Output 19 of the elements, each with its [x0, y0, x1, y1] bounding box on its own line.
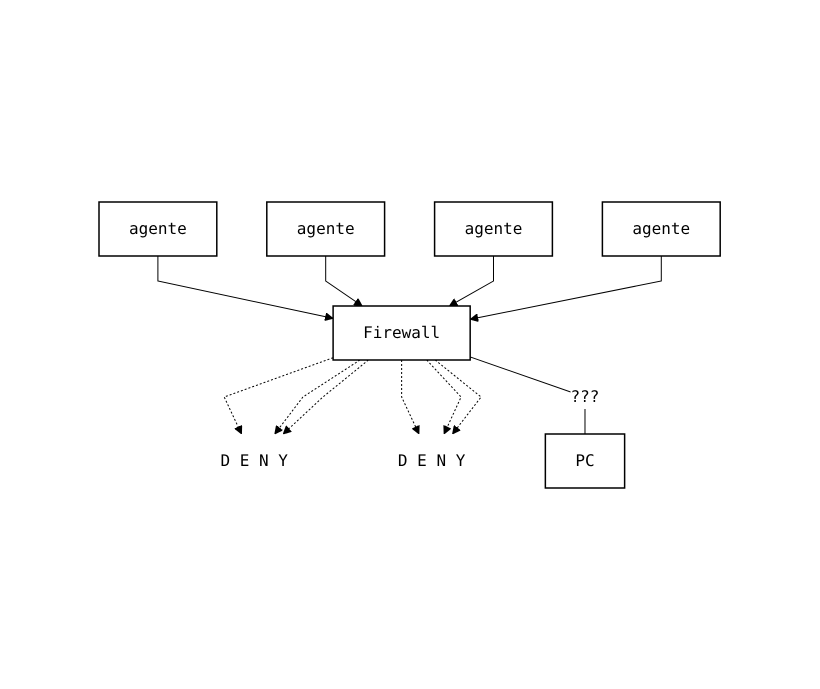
arrow	[426, 359, 462, 434]
arrow	[224, 356, 334, 434]
node-text: D E N Y	[398, 450, 466, 470]
arrow	[274, 359, 361, 434]
node-box: Firewall	[332, 304, 472, 360]
arrow	[283, 359, 370, 434]
arrow	[449, 255, 494, 306]
arrow	[402, 359, 420, 434]
node-box: PC	[545, 432, 626, 488]
edge-label: ???	[570, 386, 600, 406]
node-box: agente	[266, 200, 386, 256]
node-box: agente	[434, 200, 554, 256]
arrow	[470, 255, 662, 322]
arrow	[435, 359, 482, 434]
arrow	[158, 255, 334, 321]
arrow	[326, 255, 363, 306]
node-box: agente	[602, 200, 722, 256]
node-text: D E N Y	[220, 450, 288, 470]
node-box: agente	[98, 200, 218, 256]
